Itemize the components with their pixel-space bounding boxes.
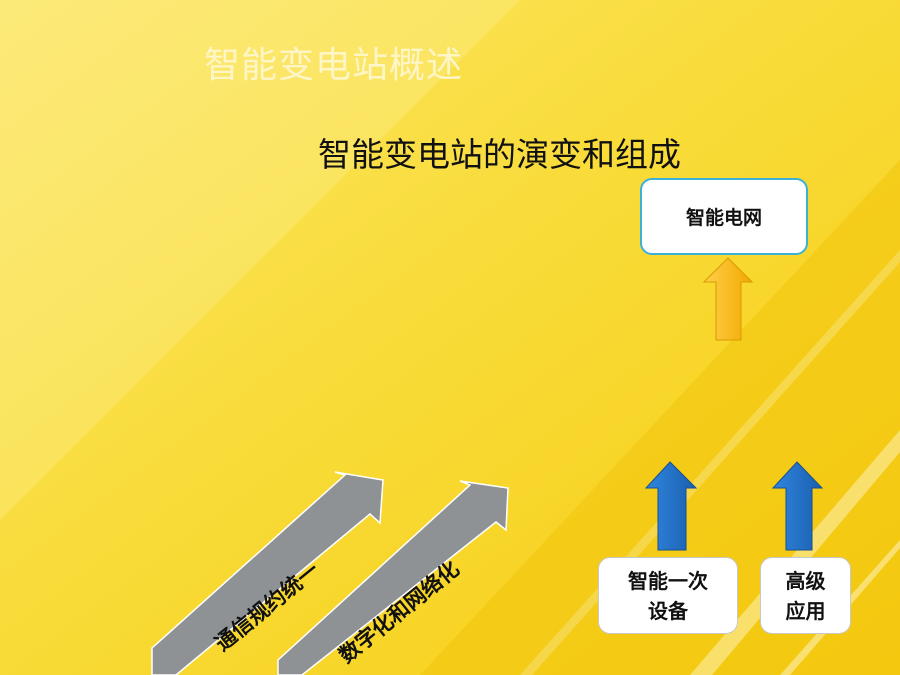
smart-grid-label: 智能电网 (685, 207, 762, 229)
smart-primary-equipment-box: 智能一次 设备 (598, 557, 738, 634)
arrow-up-icon (702, 257, 754, 341)
arrow-diagonal-icon (277, 480, 509, 675)
page-header-title: 智能变电站概述 (204, 45, 464, 86)
arrow-diagonal-icon (151, 471, 384, 675)
advanced-application-box: 高级 应用 (760, 557, 851, 634)
advanced-app-label-line1: 高级 (785, 568, 826, 593)
smart-primary-label-line1: 智能一次 (628, 568, 708, 593)
smart-primary-label-line2: 设备 (648, 598, 688, 623)
page-title: 智能变电站的演变和组成 (318, 135, 681, 174)
smart-grid-box: 智能电网 (640, 178, 808, 255)
advanced-app-label-line2: 应用 (785, 598, 826, 623)
arrow-up-icon (644, 461, 698, 551)
arrow-up-icon (771, 461, 824, 551)
